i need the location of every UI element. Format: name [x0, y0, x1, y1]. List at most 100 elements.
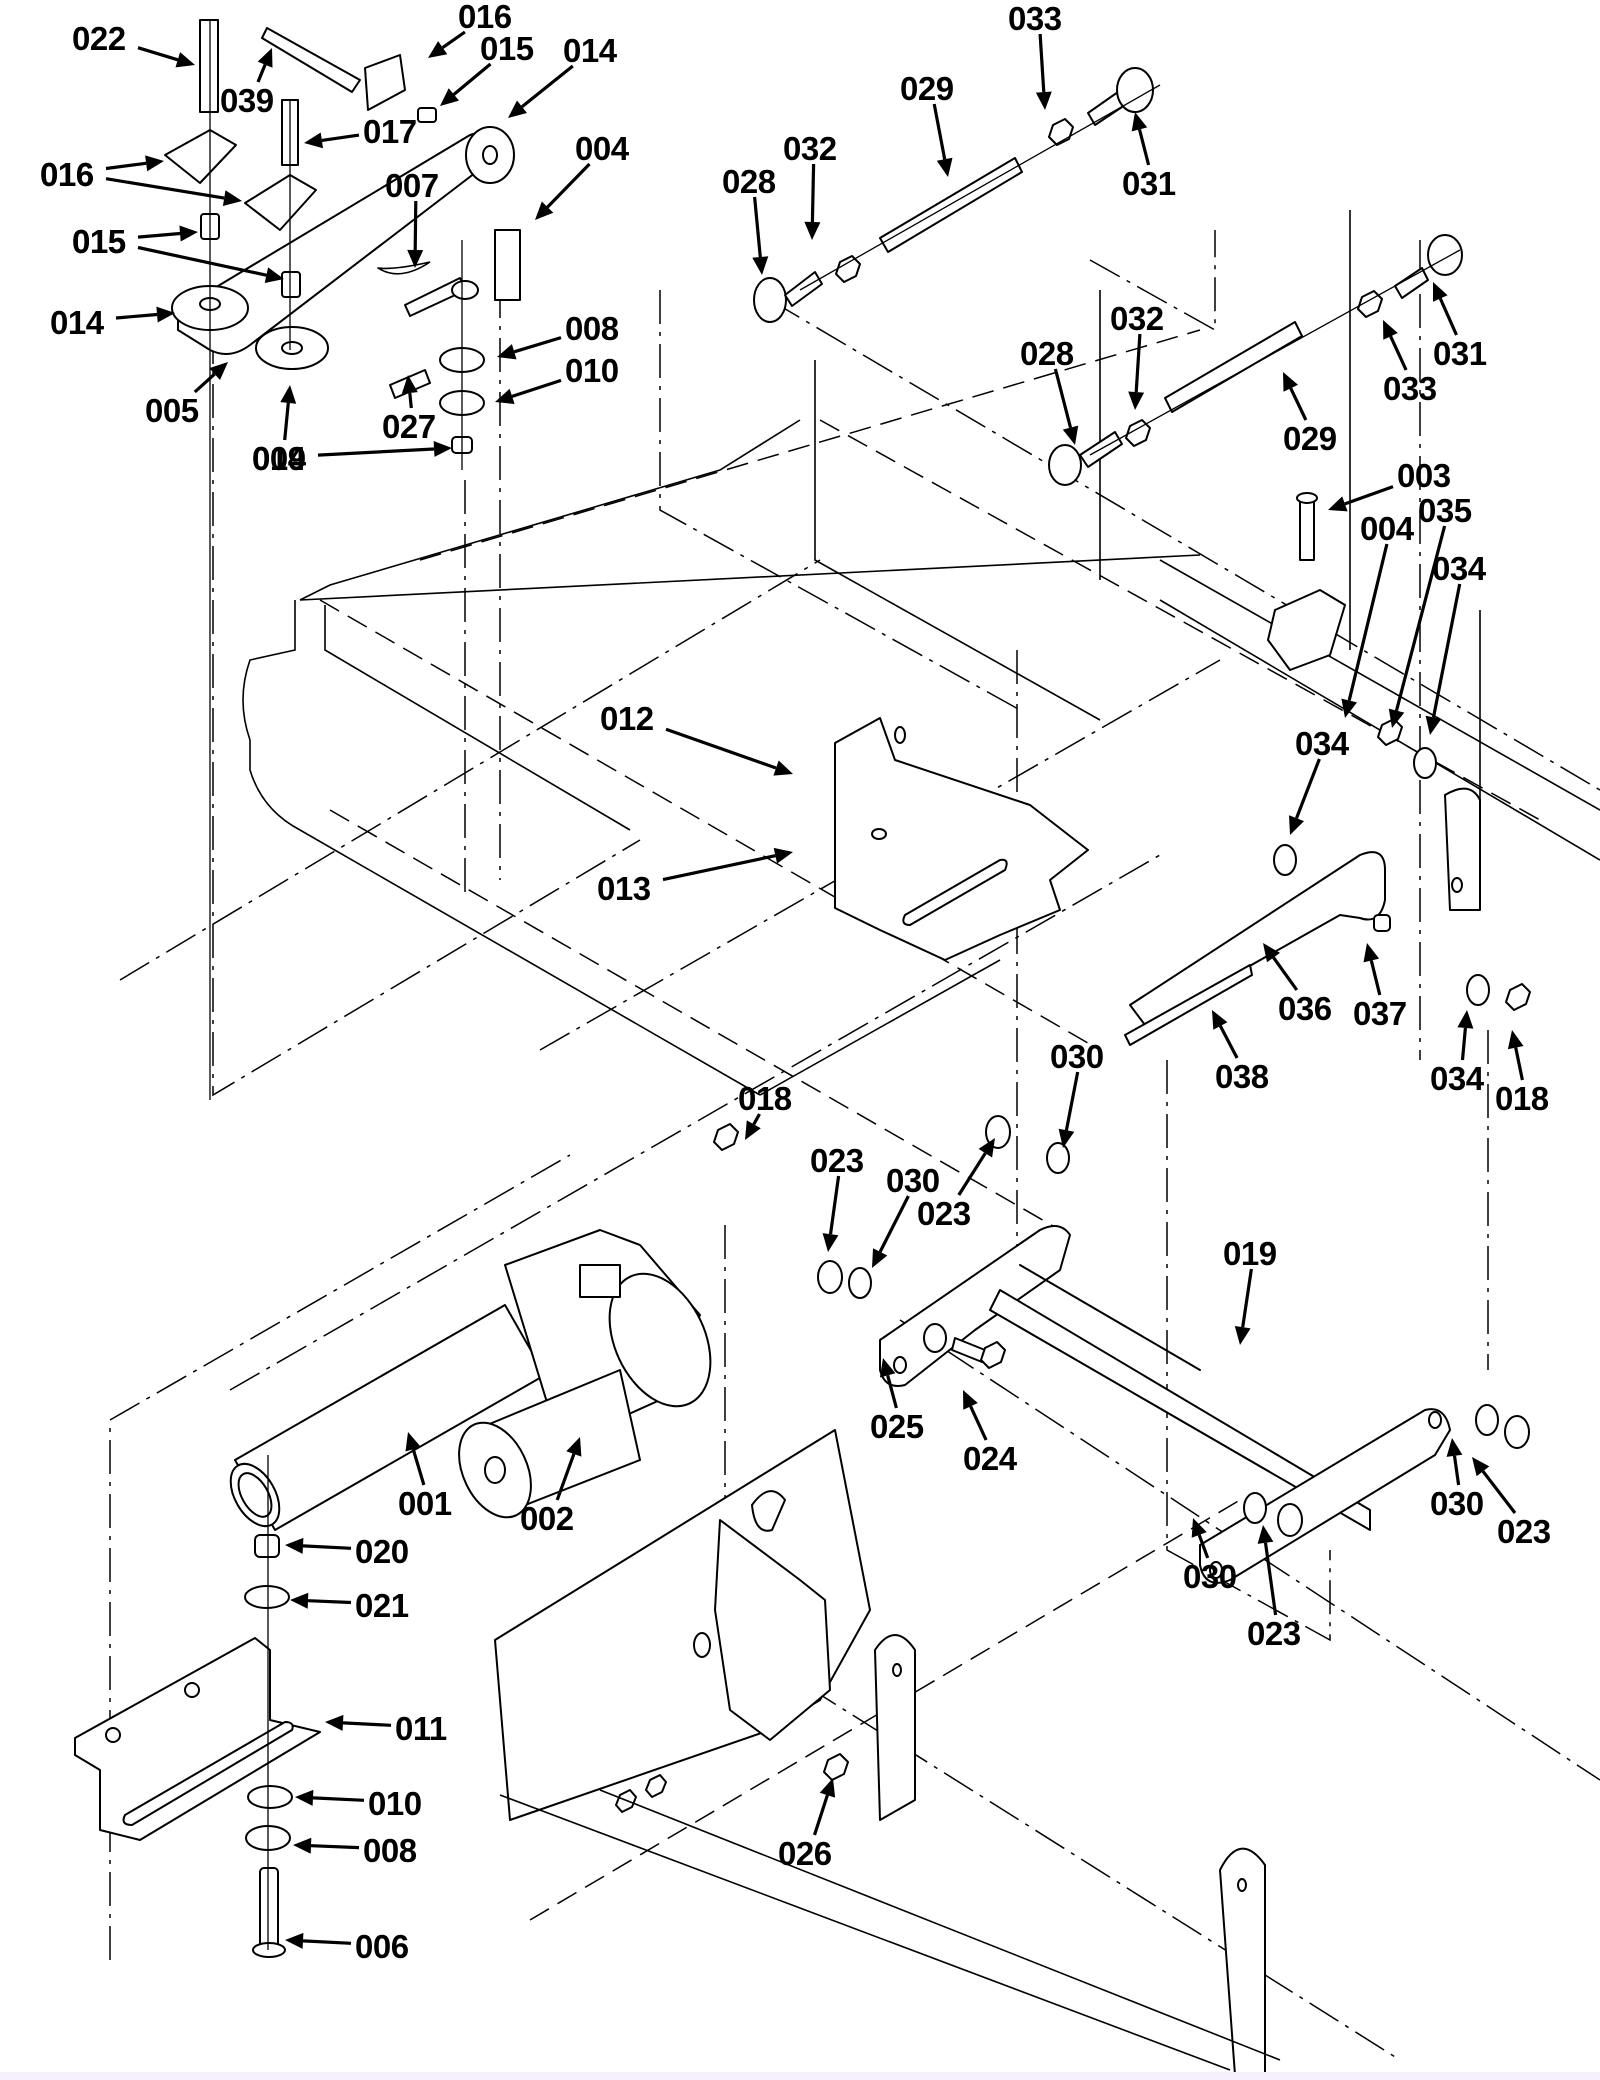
- callout-016: 016: [40, 155, 164, 193]
- callout-label: 018: [1495, 1080, 1549, 1117]
- callout-label: 019: [1223, 1235, 1277, 1272]
- callout-004: 004: [535, 130, 630, 220]
- leader-line: [317, 447, 435, 457]
- callout-label: 015: [72, 223, 126, 260]
- callout-label: 004: [575, 130, 630, 167]
- leader-line: [105, 177, 225, 200]
- callout-label: 008: [565, 310, 619, 347]
- leader-line: [665, 727, 777, 770]
- connector: [579, 1264, 621, 1298]
- callout-015: 015: [72, 223, 198, 260]
- arrowhead-icon: [535, 201, 554, 220]
- leader-line: [1369, 960, 1382, 996]
- bracket-016c: [364, 54, 406, 111]
- spacer-037: [1373, 914, 1391, 932]
- pin-003: [1299, 497, 1315, 561]
- leader-line: [411, 1448, 426, 1486]
- callout-label: 030: [1430, 1485, 1484, 1522]
- callout-label: 034: [1295, 725, 1350, 762]
- callout-001: 001: [398, 1432, 452, 1522]
- callout-label: 024: [963, 1440, 1018, 1477]
- lower-plates: [494, 1429, 1281, 2076]
- callout-003: 003: [1328, 457, 1451, 512]
- arrowhead-icon: [290, 1592, 309, 1609]
- leader-line: [1218, 1025, 1239, 1059]
- leader-line: [1053, 368, 1073, 428]
- arrowhead-icon: [304, 132, 323, 149]
- arrowhead-icon: [440, 88, 459, 106]
- callout-label: 023: [810, 1142, 864, 1179]
- leader-line: [1389, 335, 1408, 371]
- callout-label: 030: [1050, 1038, 1104, 1075]
- washer-010b: [247, 1785, 293, 1809]
- leader-line: [342, 1721, 392, 1727]
- callout-label: 034: [1432, 550, 1487, 587]
- clevis: [494, 229, 521, 301]
- leader-line: [1344, 485, 1394, 506]
- callout-label: 022: [72, 20, 126, 57]
- callout-030: 030: [1183, 1518, 1237, 1595]
- callout-016: 016: [428, 0, 512, 58]
- callout-011: 011: [325, 1710, 447, 1747]
- leader-line: [932, 103, 947, 160]
- arrowhead-icon: [936, 157, 953, 177]
- assembly-line: [212, 330, 641, 1097]
- main-frame: [242, 210, 1600, 1096]
- callout-label: 025: [870, 1408, 924, 1445]
- right-arm-assembly: [1124, 492, 1531, 1046]
- callout-label: 033: [1383, 370, 1437, 407]
- callout-010: 010: [495, 352, 619, 404]
- hinge-bracket: [1267, 589, 1346, 671]
- lower-bracket-011: [74, 1455, 321, 1958]
- callout-label: 030: [886, 1162, 940, 1199]
- washer-030c: [1475, 1404, 1499, 1436]
- arrowhead-icon: [325, 1714, 344, 1731]
- callout-031: 031: [1122, 112, 1176, 202]
- leader-line: [810, 163, 816, 223]
- arrowhead-icon: [1289, 815, 1304, 835]
- assembly-line: [109, 1154, 571, 1960]
- callout-label: 037: [1353, 995, 1407, 1032]
- arrowhead-icon: [1425, 715, 1442, 735]
- pin-006: [259, 1867, 279, 1949]
- callout-label: 016: [458, 0, 512, 35]
- leader-line: [1514, 1047, 1524, 1081]
- callout-label: 039: [220, 82, 274, 119]
- leader-line: [1038, 33, 1046, 93]
- leader-line: [1431, 583, 1462, 718]
- callout-023: 023: [1472, 1457, 1551, 1550]
- bolt-024: [951, 1337, 986, 1363]
- callout-025: 025: [870, 1358, 924, 1445]
- callout-032: 032: [783, 130, 837, 240]
- callout-label: 023: [1497, 1513, 1551, 1550]
- callout-018: 018: [738, 1080, 792, 1140]
- arrowhead-icon: [1507, 1030, 1524, 1050]
- leader-line: [812, 1794, 829, 1836]
- callout-label: 018: [738, 1080, 792, 1117]
- leader-line: [115, 312, 158, 320]
- leader-line: [752, 1113, 761, 1126]
- leader-line: [511, 378, 562, 398]
- callout-label: 014: [252, 440, 307, 477]
- callout-label: 033: [1008, 0, 1062, 37]
- callout-012: 012: [600, 700, 793, 776]
- turnbuckle-lower: [1048, 234, 1463, 486]
- leader-line: [1263, 1542, 1278, 1616]
- callout-label: 036: [1278, 990, 1332, 1027]
- callout-014: 014: [508, 32, 618, 118]
- leader-line: [137, 46, 179, 62]
- leader-line: [137, 245, 267, 277]
- assembly-lines: [109, 230, 1600, 2061]
- leader-line: [302, 1939, 352, 1945]
- washer-034c: [1466, 974, 1490, 1006]
- callout-label: 016: [40, 156, 94, 193]
- callout-019: 019: [1223, 1235, 1277, 1345]
- nut-018b: [713, 1123, 739, 1151]
- callout-label: 010: [565, 352, 619, 389]
- callout-004: 004: [1341, 510, 1415, 718]
- arrowhead-icon: [209, 362, 228, 380]
- leader-line: [310, 1844, 360, 1850]
- arrowhead-icon: [978, 1138, 995, 1158]
- arrowhead-icon: [1131, 112, 1148, 132]
- callout-033: 033: [1383, 320, 1437, 407]
